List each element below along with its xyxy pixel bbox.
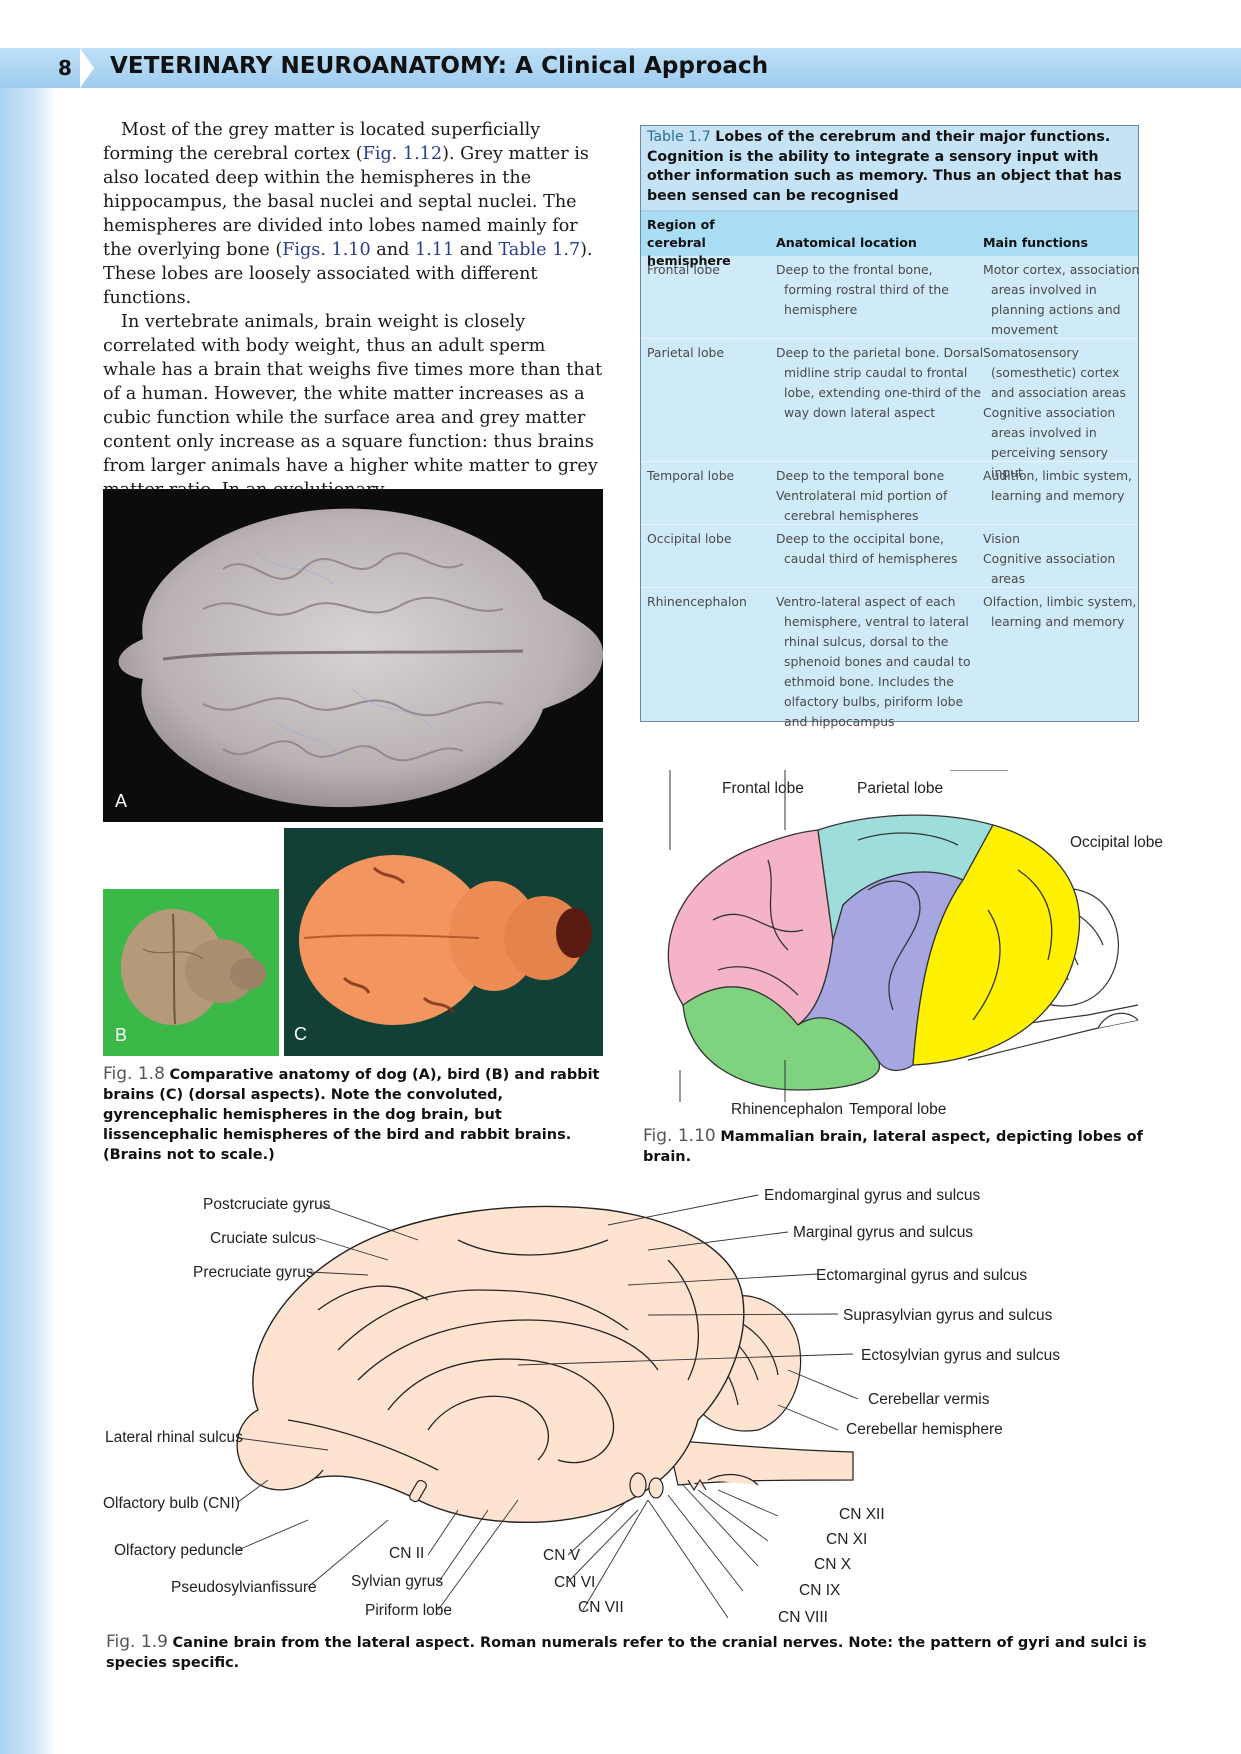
canine-brain-diagram <box>236 1194 859 1619</box>
fig-1-8-number: Fig. 1.8 <box>103 1064 165 1084</box>
table-row: Occipital lobe Deep to the occipital bon… <box>641 525 1138 588</box>
label-cn-viii: CN VIII <box>778 1609 828 1626</box>
label-ectosylvian: Ectosylvian gyrus and sulcus <box>861 1347 1061 1364</box>
paragraph-1: Most of the grey matter is located super… <box>103 120 593 308</box>
location-cell: Deep to the frontal bone, forming rostra… <box>776 262 949 317</box>
figs-1-10-link[interactable]: Figs. 1.10 <box>282 240 371 260</box>
label-precruciate-gyrus: Precruciate gyrus <box>193 1264 314 1281</box>
bird-brain-illustration <box>121 909 266 1025</box>
label-cerebellar-hemisphere: Cerebellar hemisphere <box>846 1421 1003 1438</box>
label-suprasylvian: Suprasylvian gyrus and sulcus <box>843 1307 1053 1324</box>
table-header-row: Region of cerebral hemisphere Anatomical… <box>641 212 1138 268</box>
region-cell: Occipital lobe <box>647 531 732 546</box>
fig-1-10-number: Fig. 1.10 <box>643 1126 716 1146</box>
book-title: VETERINARY NEUROANATOMY: A Clinical Appr… <box>110 53 769 79</box>
photo-label-b: B <box>115 1025 128 1045</box>
table-description: Lobes of the cerebrum and their major fu… <box>647 129 1122 204</box>
dog-brain-photo: A <box>103 489 603 822</box>
label-postcruciate-gyrus: Postcruciate gyrus <box>203 1196 331 1213</box>
table-1-7-link[interactable]: Table 1.7 <box>498 240 581 260</box>
label-olfactory-peduncle: Olfactory peduncle <box>114 1542 244 1559</box>
label-marginal: Marginal gyrus and sulcus <box>793 1224 974 1241</box>
label-olfactory-bulb: Olfactory bulb (CNI) <box>103 1495 240 1512</box>
region-cell: Frontal lobe <box>647 262 720 277</box>
table-1-7: Table 1.7 Lobes of the cerebrum and thei… <box>640 125 1139 729</box>
fig-1-8-caption: Fig. 1.8 Comparative anatomy of dog (A),… <box>103 1064 613 1165</box>
functions-cell: Somatosensory (somesthetic) cortex and a… <box>983 345 1126 480</box>
region-cell: Parietal lobe <box>647 345 725 360</box>
table-row: Frontal lobe Deep to the frontal bone, f… <box>641 256 1139 339</box>
cerebrum <box>252 1205 745 1524</box>
region-cell: Rhinencephalon <box>647 594 747 609</box>
label-cn-vi: CN VI <box>554 1574 596 1591</box>
region-cell: Temporal lobe <box>647 468 735 483</box>
photo-label-a: A <box>115 791 128 811</box>
fig-1-8-text: Comparative anatomy of dog (A), bird (B)… <box>103 1067 600 1163</box>
table-row: Rhinencephalon Ventro-lateral aspect of … <box>641 588 1138 729</box>
lobes-diagram <box>667 770 1139 1102</box>
label-cn-v: CN V <box>543 1547 581 1564</box>
location-cell: Ventro-lateral aspect of each hemisphere… <box>776 594 971 729</box>
label-lateral-rhinal-sulcus: Lateral rhinal sulcus <box>105 1429 243 1446</box>
label-endomarginal: Endomarginal gyrus and sulcus <box>764 1187 981 1204</box>
table-row: Parietal lobe Deep to the parietal bone.… <box>641 339 1138 480</box>
label-cn-ii: CN II <box>389 1545 425 1562</box>
label-cn-ix: CN IX <box>799 1582 841 1599</box>
location-cell: Deep to the occipital bone, caudal third… <box>776 531 958 566</box>
label-parietal-lobe: Parietal lobe <box>857 780 944 797</box>
label-cn-vii: CN VII <box>578 1599 624 1616</box>
label-cruciate-sulcus: Cruciate sulcus <box>210 1230 316 1247</box>
bird-brain-photo: B <box>103 889 279 1056</box>
label-rhinencephalon: Rhinencephalon <box>731 1101 844 1118</box>
label-temporal-lobe: Temporal lobe <box>849 1101 947 1118</box>
olfactory-bulb <box>236 1409 324 1491</box>
table-number: Table 1.7 <box>647 129 711 145</box>
label-frontal-lobe: Frontal lobe <box>722 780 804 797</box>
label-cerebellar-vermis: Cerebellar vermis <box>868 1391 990 1408</box>
label-ectomarginal: Ectomarginal gyrus and sulcus <box>816 1267 1028 1284</box>
functions-cell: Olfaction, limbic system, learning and m… <box>983 594 1137 629</box>
page-margin-strip <box>0 50 56 1754</box>
label-cn-xi: CN XI <box>826 1531 868 1548</box>
page-number: 8 <box>58 56 72 80</box>
photo-label-c: C <box>294 1024 307 1044</box>
rabbit-brain-photo: C <box>284 828 603 1056</box>
dog-brain-illustration <box>118 508 603 808</box>
label-occipital-lobe: Occipital lobe <box>1070 834 1164 851</box>
temporal-lobe <box>797 871 964 1072</box>
body-text: Most of the grey matter is located super… <box>103 118 603 502</box>
header-functions: Main functions <box>983 235 1089 250</box>
label-pseudosylvian-fissure: Pseudosylvianfissure <box>171 1579 317 1596</box>
fig-1-9-text: Canine brain from the lateral aspect. Ro… <box>106 1635 1147 1671</box>
table-caption: Table 1.7 Lobes of the cerebrum and thei… <box>641 126 1138 212</box>
occipital-lobe <box>912 824 1081 1066</box>
label-cn-xii: CN XII <box>839 1506 885 1523</box>
fig-1-9-caption: Fig. 1.9 Canine brain from the lateral a… <box>106 1632 1186 1673</box>
paragraph-2: In vertebrate animals, brain weight is c… <box>103 312 603 500</box>
running-header: 8 VETERINARY NEUROANATOMY: A Clinical Ap… <box>0 48 1241 88</box>
label-piriform-lobe: Piriform lobe <box>365 1602 452 1619</box>
fig-1-10-caption: Fig. 1.10 Mammalian brain, lateral aspec… <box>643 1126 1163 1167</box>
header-location: Anatomical location <box>776 235 917 250</box>
fig-1-11-link[interactable]: 1.11 <box>414 240 455 260</box>
fig-1-10-text: Mammalian brain, lateral aspect, depicti… <box>643 1129 1143 1165</box>
label-sylvian-gyrus: Sylvian gyrus <box>351 1573 444 1590</box>
fig-1-12-link[interactable]: Fig. 1.12 <box>362 144 443 164</box>
header-chevron <box>80 48 94 88</box>
functions-cell: Audition, limbic system, learning and me… <box>983 468 1132 503</box>
location-cell: Deep to the parietal bone. Dorsal midlin… <box>776 345 984 420</box>
functions-cell: Motor cortex, association areas involved… <box>983 262 1140 337</box>
header-region: Region of cerebral hemisphere <box>647 217 731 268</box>
rabbit-brain-illustration <box>299 855 592 1025</box>
label-cn-x: CN X <box>814 1556 852 1573</box>
fig-1-9-number: Fig. 1.9 <box>106 1632 168 1652</box>
